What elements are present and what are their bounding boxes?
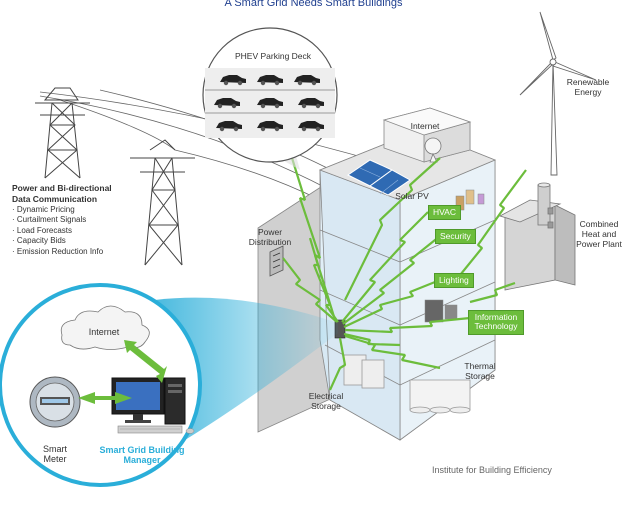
solar-pv-label: Solar PV (395, 191, 429, 201)
power-distribution-icon (269, 245, 284, 277)
power-info-item: · Curtailment Signals (12, 215, 87, 225)
satellite-dish-icon (424, 137, 442, 163)
wind-turbine-icon (519, 11, 597, 176)
smart-manager-circle (0, 283, 202, 487)
power-info-item-text: Emission Reduction Info (16, 246, 104, 256)
smart-meter-icon (29, 376, 81, 428)
renewable-energy-label: Renewable Energy (566, 77, 610, 97)
power-info-heading: Power and Bi-directional Data Communicat… (12, 183, 112, 205)
zoom-beam (155, 297, 338, 440)
power-info-item: · Dynamic Pricing (12, 205, 75, 215)
power-info-item: · Emission Reduction Info (12, 246, 104, 256)
power-info-item-text: Capacity Bids (16, 236, 66, 246)
power-info-item-text: Load Forecasts (16, 225, 73, 235)
security-tag: Security (435, 229, 476, 245)
lighting-tag: Lighting (434, 273, 474, 289)
phev-label: PHEV Parking Deck (234, 51, 312, 61)
bidirectional-arrows (78, 340, 167, 404)
power-info-item: · Capacity Bids (12, 236, 66, 246)
solar-panel-icon (347, 159, 411, 196)
power-plant-icon (498, 182, 576, 291)
power-info-block: Power and Bi-directional Data Communicat… (12, 183, 132, 257)
power-info-item-text: Curtailment Signals (16, 215, 87, 225)
electrical-storage-label: Electrical Storage (308, 391, 344, 411)
chp-plant-label: Combined Heat and Power Plant (576, 219, 622, 249)
thermal-storage-label: Thermal Storage (464, 361, 496, 381)
information-technology-tag: Information Technology (468, 310, 524, 335)
page-title: A Smart Grid Needs Smart Buildings (224, 0, 403, 9)
transmission-tower-icon (35, 87, 90, 179)
storage-tank-icon (343, 354, 471, 414)
power-info-item-text: Dynamic Pricing (16, 205, 75, 215)
lightning-bolts (282, 157, 527, 391)
power-info-item: · Load Forecasts (12, 225, 73, 235)
smart-meter-label: Smart Meter (42, 444, 67, 465)
source-credit: Institute for Building Efficiency (432, 465, 552, 475)
internet-cloud-label: Internet (88, 327, 120, 337)
internet-building-label: Internet (410, 121, 440, 131)
smart-grid-manager-label: Smart Grid Building Manager (99, 445, 185, 466)
cloud-icon (60, 305, 150, 350)
transmission-tower-icon (130, 139, 195, 266)
hvac-tag: HVAC (428, 205, 461, 221)
car-icons (214, 75, 324, 132)
power-distribution-label: Power Distribution (248, 227, 292, 247)
